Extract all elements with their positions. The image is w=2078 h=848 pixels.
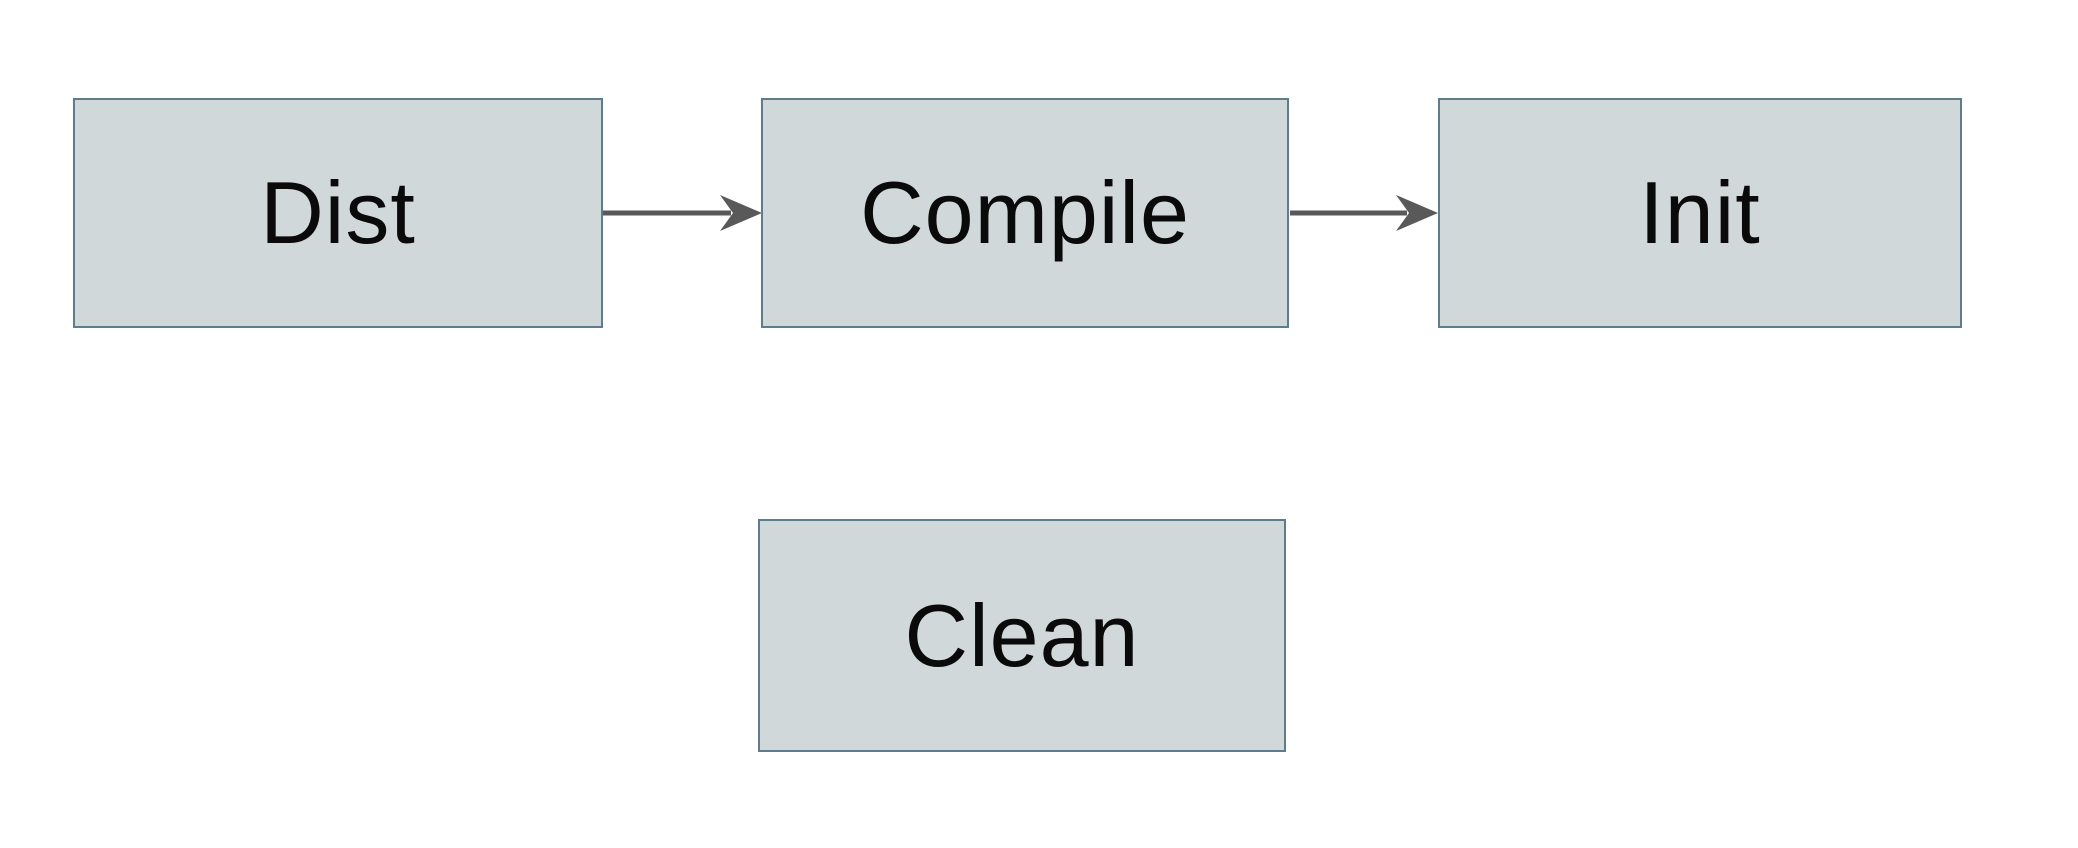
node-compile: Compile: [761, 98, 1289, 328]
node-compile-label: Compile: [860, 163, 1190, 262]
node-init-label: Init: [1639, 163, 1761, 262]
node-clean: Clean: [758, 519, 1286, 752]
arrow-compile-to-init: [1290, 195, 1438, 231]
arrow-head-icon: [1396, 195, 1438, 231]
node-dist-label: Dist: [260, 163, 416, 262]
node-clean-label: Clean: [904, 585, 1140, 685]
arrow-dist-to-compile: [603, 195, 762, 231]
node-dist: Dist: [73, 98, 603, 328]
arrow-head-icon: [720, 195, 762, 231]
node-init: Init: [1438, 98, 1962, 328]
